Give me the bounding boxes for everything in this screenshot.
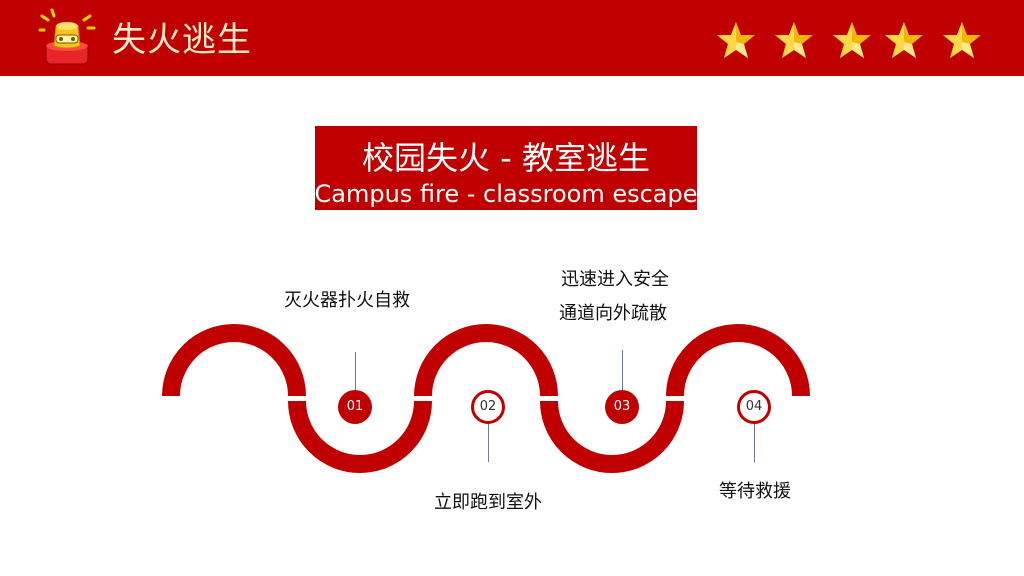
star-icon	[774, 20, 814, 60]
step-01-label: 灭火器扑火自救	[284, 290, 410, 311]
header-bar: 失火逃生	[0, 0, 1024, 76]
header-title: 失火逃生	[112, 20, 252, 60]
step-01-badge: 01	[338, 390, 372, 424]
star-icon	[942, 20, 982, 60]
section-title-box: 校园失火 - 教室逃生 Campus fire - classroom esca…	[315, 126, 697, 210]
star-rating	[716, 20, 996, 64]
step-04-badge: 04	[737, 390, 771, 424]
step-01-connector	[355, 352, 356, 390]
alarm-siren-icon	[38, 8, 96, 68]
step-02-label: 立即跑到室外	[434, 492, 542, 513]
step-03-connector	[622, 350, 623, 390]
step-04-label: 等待救援	[719, 481, 791, 502]
star-icon	[716, 20, 756, 60]
step-02-connector	[488, 424, 489, 462]
title-english: Campus fire - classroom escape	[315, 180, 697, 208]
step-03-label-line2: 通道向外疏散	[559, 303, 667, 324]
star-icon	[884, 20, 924, 60]
step-03-badge: 03	[605, 390, 639, 424]
step-02-badge: 02	[471, 390, 505, 424]
step-04-connector	[754, 424, 755, 462]
step-03-label-line1: 迅速进入安全	[561, 269, 669, 290]
title-chinese: 校园失火 - 教室逃生	[362, 139, 650, 177]
star-icon	[832, 20, 872, 60]
